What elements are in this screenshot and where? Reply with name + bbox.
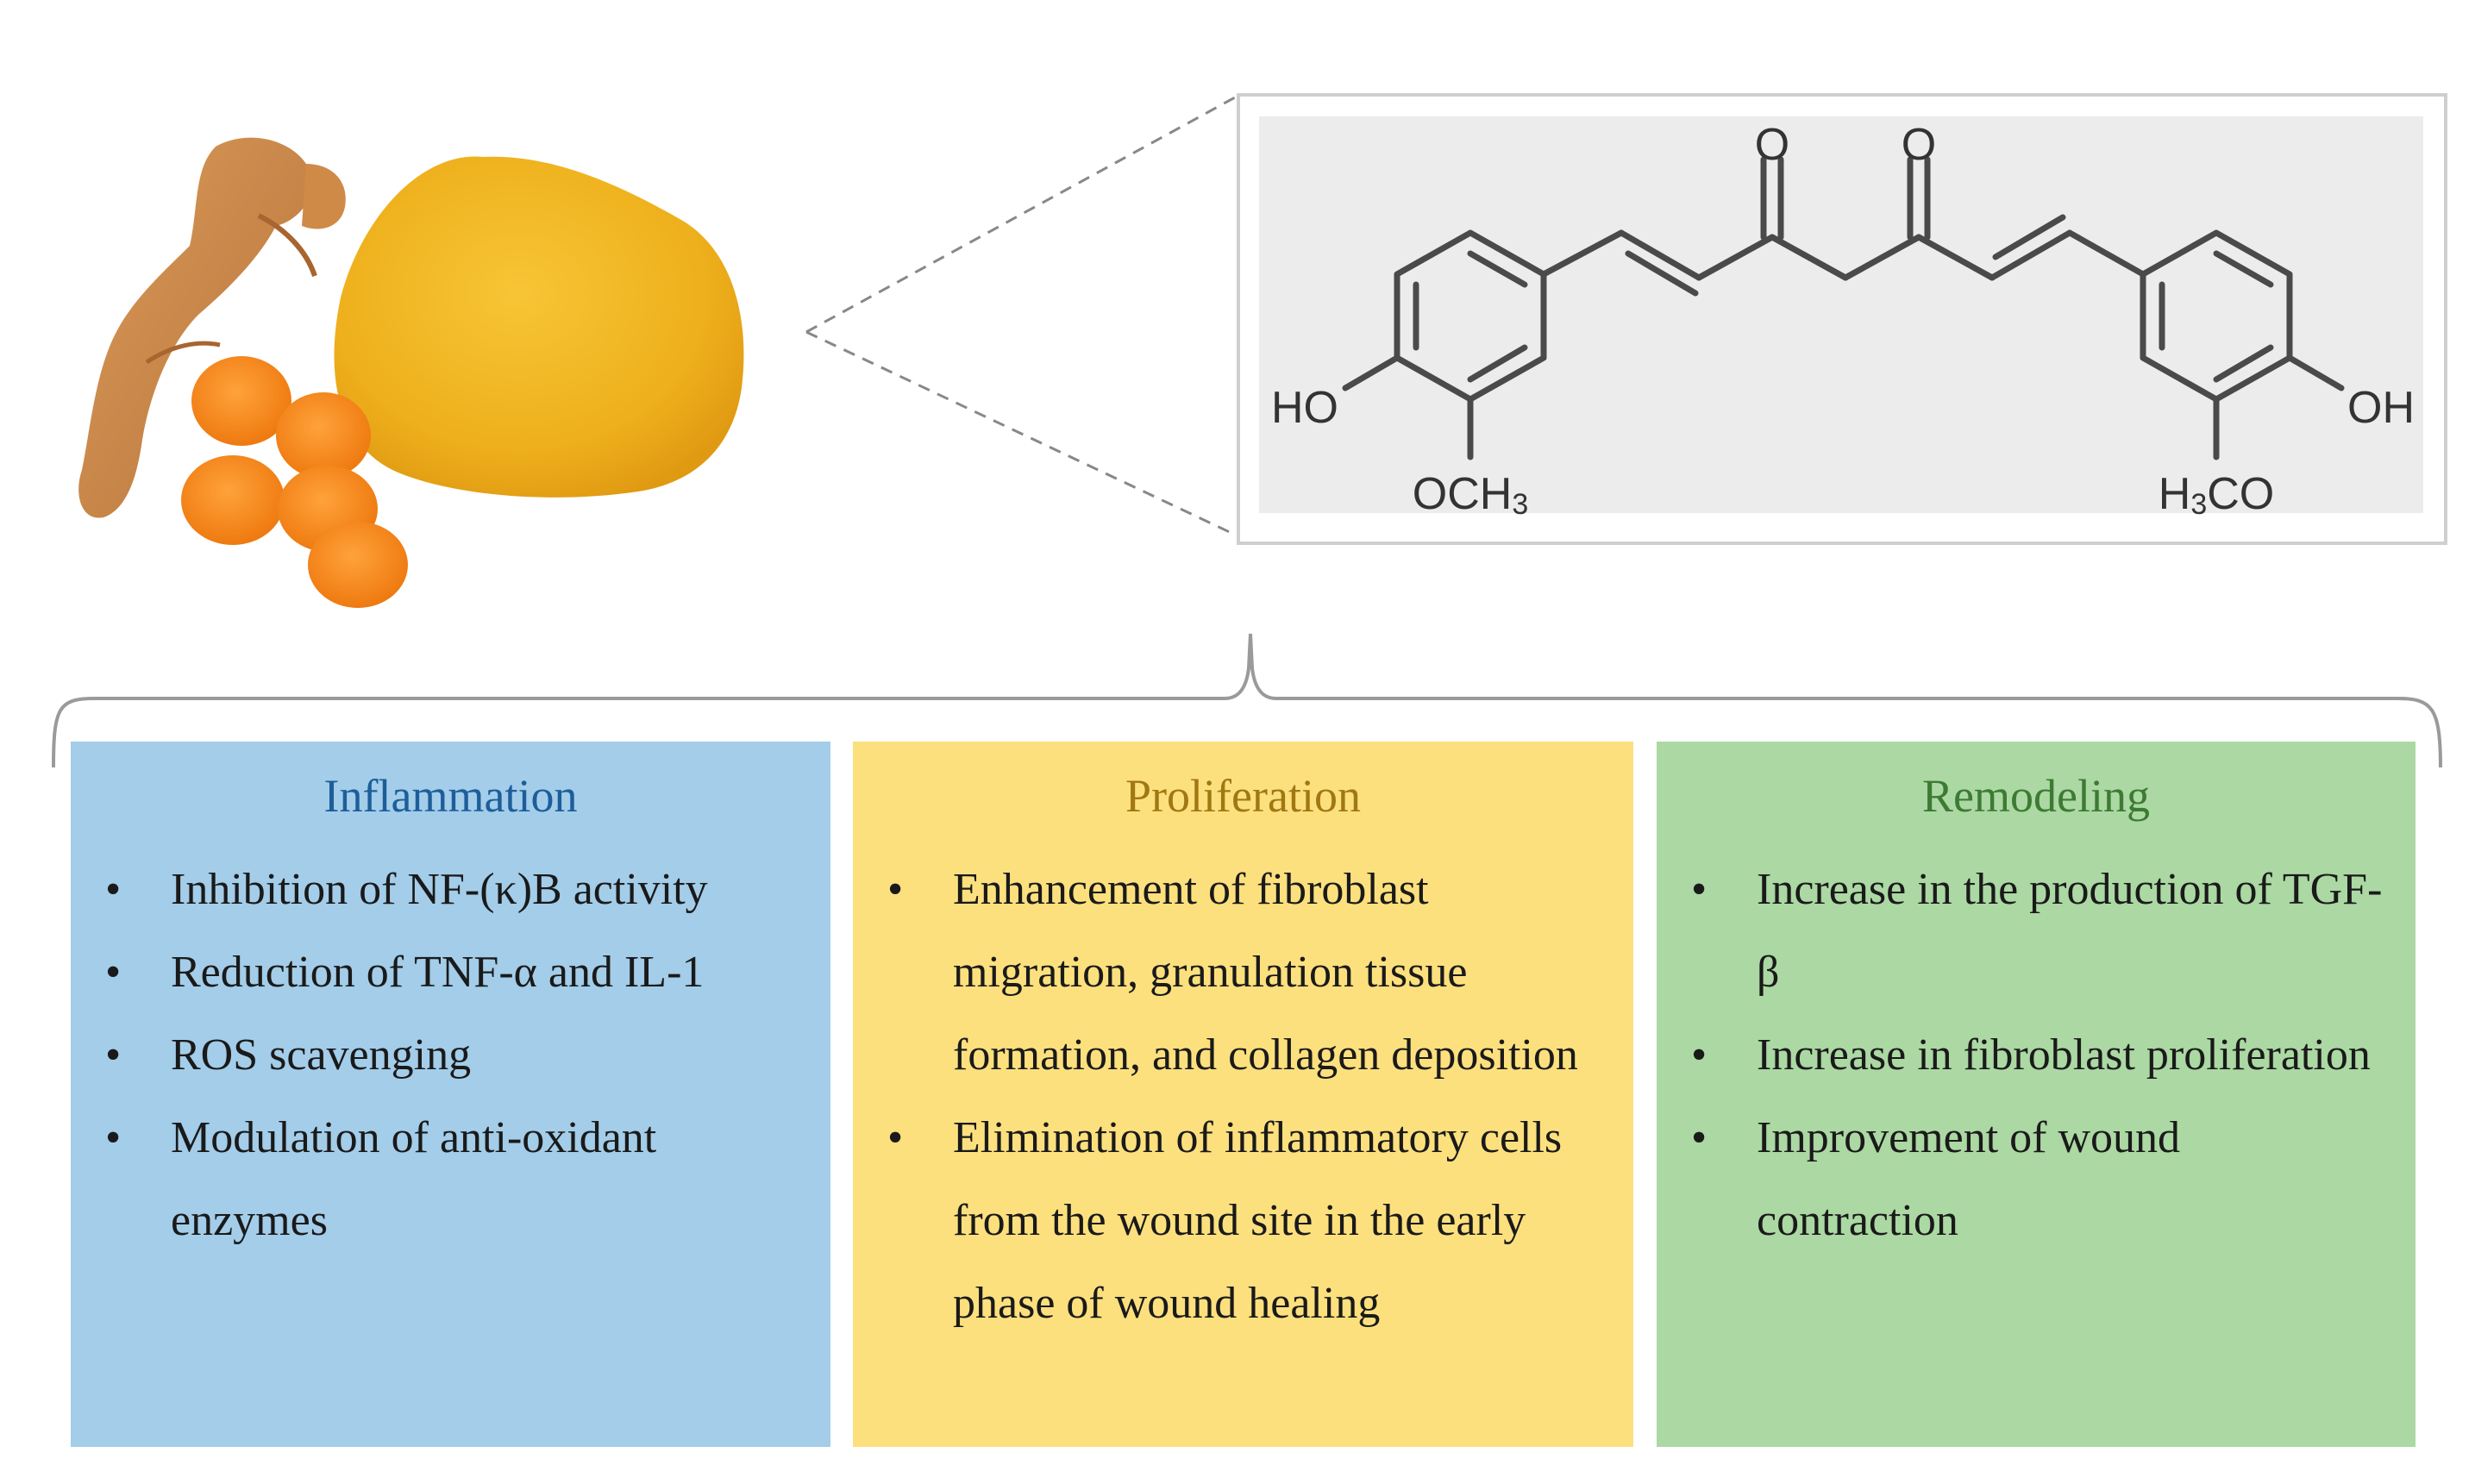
list-item: • Modulation of anti-oxidant enzymes (102, 1097, 799, 1262)
bullet-icon: • (887, 865, 904, 914)
list-item: • Enhancement of fibroblast migration, gr… (884, 848, 1602, 1097)
list-item-text: Reduction of TNF-α and IL-1 (171, 948, 705, 997)
list-item: • Improvement of wound contraction (1688, 1097, 2384, 1262)
list-item: • Increase in fibroblast proliferation (1688, 1014, 2384, 1097)
proliferation-panel: Proliferation • Enhancement of fibroblast… (853, 742, 1633, 1447)
inflammation-list: • Inhibition of NF-(κ)B activity • Reducti… (102, 848, 799, 1262)
structure-label-h3co: H3CO (2159, 469, 2274, 521)
list-item: • ROS scavenging (102, 1014, 799, 1097)
bullet-icon: • (887, 1113, 904, 1162)
curcumin-structure: O O HO OCH3 OH H3CO (1237, 93, 2447, 545)
list-item-text: Improvement of wound contraction (1757, 1113, 2181, 1245)
list-item: • Inhibition of NF-(κ)B activity (102, 848, 799, 931)
list-item-text: Enhancement of fibroblast migration, gra… (953, 865, 1578, 1080)
turmeric-illustration (78, 137, 744, 608)
list-item: • Elimination of inflammatory cells from … (884, 1097, 1602, 1345)
list-item-text: Elimination of inflammatory cells from t… (953, 1113, 1563, 1328)
structure-label-oh: OH (2347, 383, 2415, 433)
phase-brace (52, 633, 2442, 768)
proliferation-list: • Enhancement of fibroblast migration, gr… (884, 848, 1602, 1345)
bullet-icon: • (1691, 1113, 1707, 1162)
list-item-text: Increase in the production of TGF-β (1757, 865, 2383, 997)
remodeling-panel: Remodeling • Increase in the production o… (1657, 742, 2415, 1447)
bullet-icon: • (105, 1030, 122, 1080)
structure-label-o-left: O (1755, 120, 1789, 170)
remodeling-list: • Increase in the production of TGF-β • In… (1688, 848, 2384, 1262)
list-item-text: ROS scavenging (171, 1030, 472, 1080)
structure-label-ho: HO (1271, 383, 1338, 433)
bullet-icon: • (1691, 1030, 1707, 1080)
zoom-line-bottom (805, 330, 1236, 536)
turmeric-powder (334, 156, 744, 498)
bullet-icon: • (105, 1113, 122, 1162)
turmeric-root (78, 137, 313, 518)
list-item: • Reduction of TNF-α and IL-1 (102, 931, 799, 1014)
inflammation-title: Inflammation (323, 770, 578, 822)
list-item-text: Modulation of anti-oxidant enzymes (171, 1113, 657, 1245)
bullet-icon: • (105, 948, 122, 997)
bullet-icon: • (105, 865, 122, 914)
structure-label-o-right: O (1902, 120, 1936, 170)
bullet-icon: • (1691, 865, 1707, 914)
list-item: • Increase in the production of TGF-β (1688, 848, 2384, 1014)
list-item-text: Increase in fibroblast proliferation (1757, 1030, 2371, 1080)
inflammation-panel: Inflammation • Inhibition of NF-(κ)B acti… (71, 742, 830, 1447)
structure-label-och3: OCH3 (1413, 469, 1528, 521)
list-item-text: Inhibition of NF-(κ)B activity (171, 865, 708, 914)
zoom-line-top (805, 96, 1236, 334)
turmeric-slices (181, 356, 408, 608)
proliferation-title: Proliferation (1125, 770, 1361, 822)
remodeling-title: Remodeling (1922, 770, 2150, 822)
